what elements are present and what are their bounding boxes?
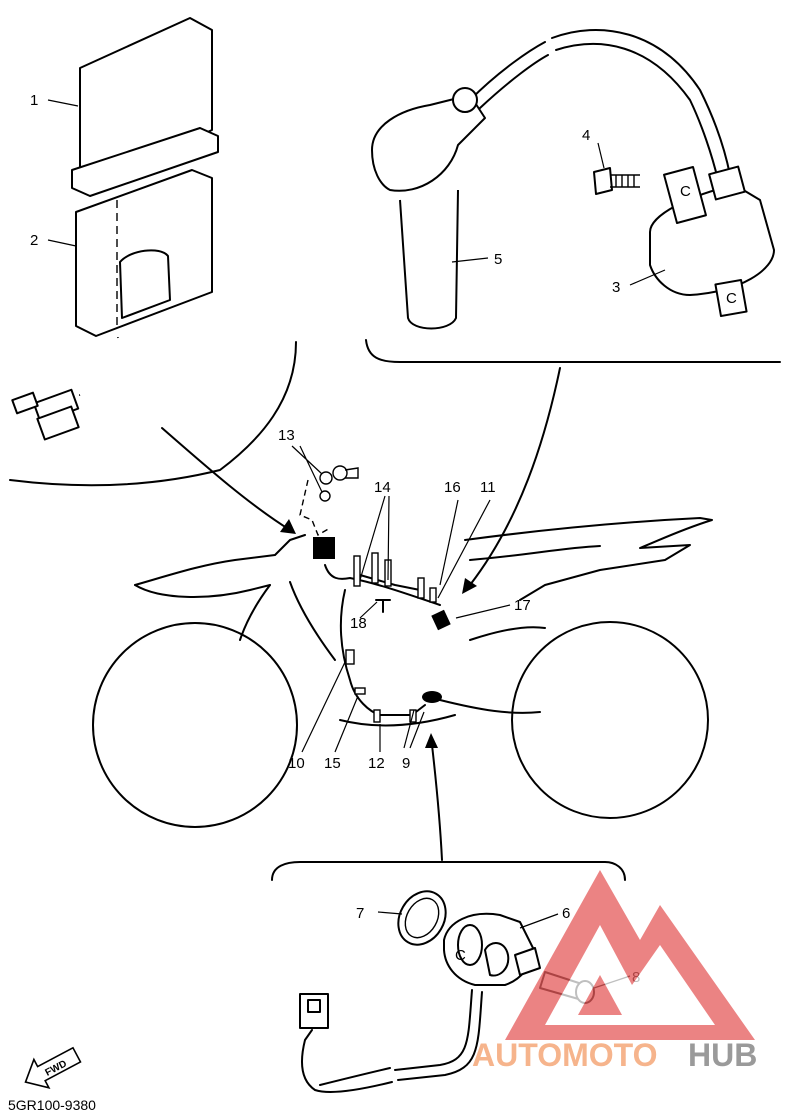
callout-10: 10 [288, 755, 305, 772]
pickup-grommet [422, 691, 442, 703]
cdi-connector [313, 537, 335, 559]
motorcycle-outline [92, 517, 713, 828]
sensor-mark: C [455, 947, 466, 964]
callout-16: 16 [444, 479, 461, 496]
coil-mark-upper: C [680, 183, 691, 200]
spark-plug-cap-connector [431, 609, 451, 631]
callout-3: 3 [612, 279, 620, 296]
wire-harness [299, 465, 451, 723]
leader-lines [47, 99, 666, 989]
callout-6: 6 [562, 905, 570, 922]
watermark-logo [505, 870, 755, 1040]
watermark-text-b: HUB [688, 1037, 757, 1073]
callout-18: 18 [350, 615, 367, 632]
callout-11: 11 [480, 479, 496, 496]
callout-5: 5 [494, 251, 502, 268]
diagram-code: 5GR100-9380 [8, 1097, 96, 1113]
callout-14: 14 [374, 479, 391, 496]
callout-4: 4 [582, 127, 590, 144]
callout-2: 2 [30, 232, 38, 249]
callout-15: 15 [324, 755, 341, 772]
inset-cdi-unit [9, 17, 297, 534]
callout-labels: 1 2 3 4 5 6 7 8 9 10 11 12 13 14 15 16 1… [30, 92, 640, 986]
watermark-text-a: AUTOMOTO [472, 1037, 657, 1073]
inset-pickup-sensor: C [271, 733, 626, 1093]
fwd-arrow-icon: FWD [24, 1046, 82, 1089]
callout-9: 9 [402, 755, 410, 772]
inset-ignition-coil: C C [365, 28, 781, 594]
callout-12: 12 [368, 755, 385, 772]
coil-mark-lower: C [726, 290, 737, 307]
callout-13: 13 [278, 427, 295, 444]
callout-17: 17 [514, 597, 531, 614]
callout-1: 1 [30, 92, 38, 109]
callout-7: 7 [356, 905, 364, 922]
